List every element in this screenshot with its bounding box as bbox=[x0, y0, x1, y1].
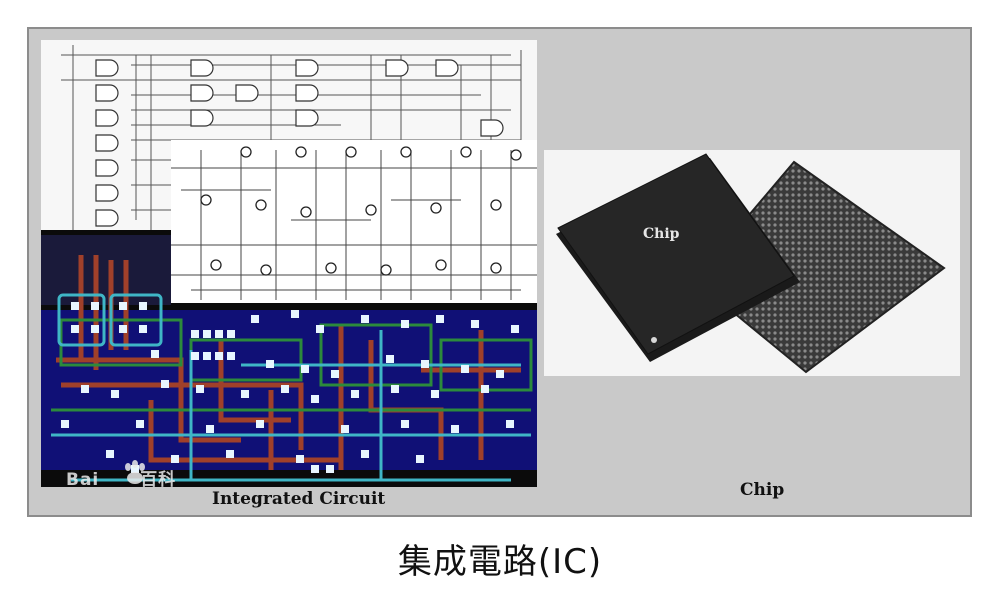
caption-integrated-circuit: Integrated Circuit bbox=[212, 489, 386, 509]
watermark-text: Bai 百科 bbox=[66, 465, 176, 490]
chip-label: Chip bbox=[643, 226, 680, 242]
caption-chip: Chip bbox=[740, 480, 785, 500]
page-title: 集成電路(IC) bbox=[397, 542, 603, 582]
via-contacts bbox=[61, 302, 519, 473]
chip-package-top bbox=[557, 153, 795, 355]
transistor-wires bbox=[171, 150, 537, 300]
transistor-schematic bbox=[171, 140, 537, 305]
paw-logo-icon bbox=[125, 460, 145, 484]
pin1-marker bbox=[651, 337, 657, 343]
chip-photo: Chip bbox=[544, 150, 960, 376]
metal-green-traces bbox=[51, 318, 533, 412]
logic-gates bbox=[95, 59, 504, 227]
metal-cyan-traces bbox=[51, 293, 531, 482]
integrated-circuit-illustration bbox=[41, 40, 537, 487]
transistor-symbols bbox=[200, 146, 522, 276]
ic-layout bbox=[41, 230, 537, 487]
watermark-cn: 百科 bbox=[140, 470, 177, 490]
chip-illustration bbox=[556, 153, 946, 374]
watermark-latin: Bai bbox=[66, 470, 100, 490]
